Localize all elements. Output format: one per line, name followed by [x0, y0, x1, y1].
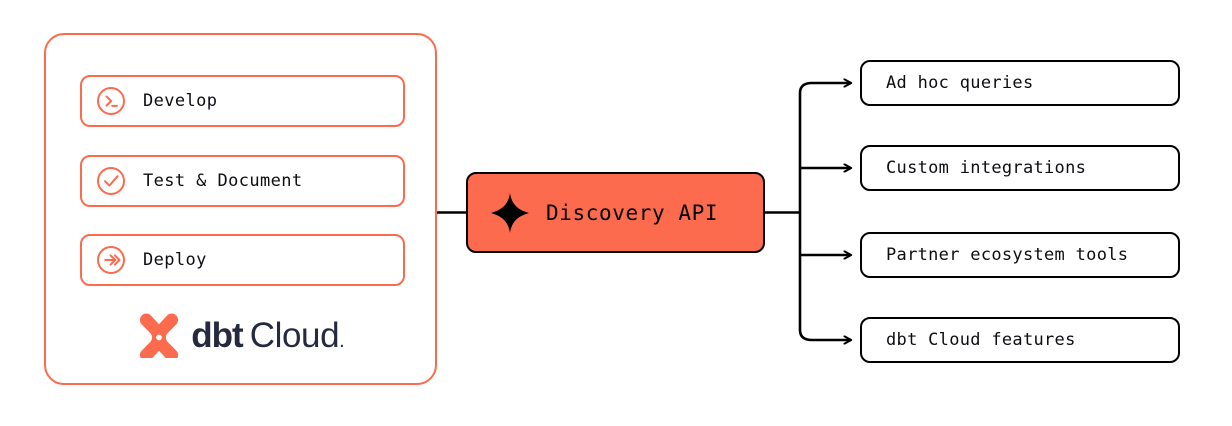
sparkle-icon	[491, 192, 529, 233]
discovery-api-node[interactable]: Discovery API	[466, 172, 765, 253]
wordmark-dbt: dbt	[191, 315, 243, 355]
stage-label-test-document: Test & Document	[143, 171, 303, 191]
connector-branch-4	[798, 328, 851, 340]
stage-label-deploy: Deploy	[143, 250, 207, 270]
consumer-label-ad-hoc-queries: Ad hoc queries	[886, 73, 1034, 93]
consumer-label-custom-integrations: Custom integrations	[886, 158, 1087, 178]
wordmark-dot: .	[339, 329, 345, 352]
consumer-box-dbt-cloud-features[interactable]: dbt Cloud features	[860, 317, 1180, 363]
consumer-box-ad-hoc-queries[interactable]: Ad hoc queries	[860, 60, 1180, 106]
dbt-cloud-panel: Develop Test & Document Deploy	[44, 33, 437, 385]
consumer-box-partner-ecosystem-tools[interactable]: Partner ecosystem tools	[860, 232, 1180, 278]
double-chevron-circle-icon	[97, 246, 125, 274]
stage-item-test-document[interactable]: Test & Document	[80, 155, 405, 207]
stage-label-develop: Develop	[143, 91, 218, 111]
stage-item-deploy[interactable]: Deploy	[80, 234, 405, 286]
stage-item-develop[interactable]: Develop	[80, 75, 405, 127]
consumer-label-dbt-cloud-features: dbt Cloud features	[886, 330, 1076, 350]
check-circle-icon	[97, 167, 125, 195]
discovery-api-label: Discovery API	[546, 200, 719, 225]
terminal-prompt-icon	[97, 87, 125, 115]
consumer-label-partner-ecosystem-tools: Partner ecosystem tools	[886, 245, 1129, 265]
dbt-x-mark-icon	[140, 313, 179, 358]
wordmark-cloud: Cloud	[249, 315, 340, 355]
connector-branch-1	[798, 83, 851, 95]
consumer-box-custom-integrations[interactable]: Custom integrations	[860, 145, 1180, 191]
